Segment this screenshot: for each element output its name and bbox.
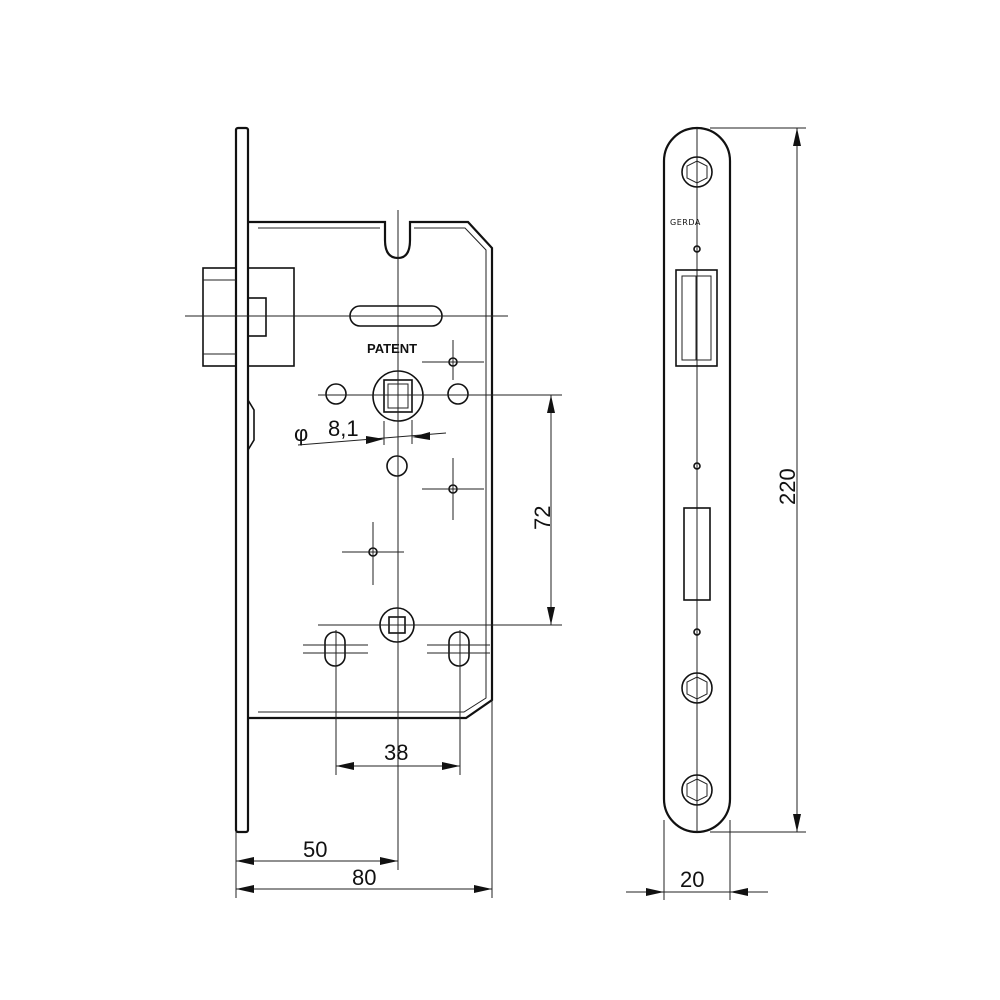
dimension-80: 80 <box>236 700 493 898</box>
lock-case-inner-edge <box>258 227 487 713</box>
lock-case-outline <box>248 220 494 720</box>
dimension-72-label: 72 <box>530 506 555 530</box>
faceplate-pin-top <box>693 245 701 253</box>
dimension-38-label: 38 <box>384 740 408 765</box>
dimension-20-label: 20 <box>680 867 704 892</box>
side-faceplate <box>234 126 250 834</box>
dimension-72: 72 <box>530 395 555 625</box>
bolt-window <box>683 507 711 601</box>
faceplate-pin-low <box>693 628 701 636</box>
brand-mark: GERDA <box>670 218 701 227</box>
faceplate-clip <box>247 399 255 451</box>
patent-label: PATENT <box>367 341 417 356</box>
dimension-80-label: 80 <box>352 865 376 890</box>
middle-screw <box>681 672 713 704</box>
dimension-20: 20 <box>626 820 768 900</box>
mount-hole-right <box>447 383 469 405</box>
dimension-220-label: 220 <box>775 468 800 505</box>
bottom-screw <box>681 774 713 806</box>
latch-bolt <box>202 267 295 367</box>
faceplate-pin-mid <box>693 462 701 470</box>
lower-slot-left <box>324 631 346 667</box>
top-screw <box>681 156 713 188</box>
lower-slot-right <box>448 631 470 667</box>
faceplate-front-view: GERDA 220 <box>626 126 806 900</box>
diameter-value: 8,1 <box>328 416 359 441</box>
mount-hole-left <box>325 383 347 405</box>
diameter-dimension: φ 8,1 <box>294 416 447 446</box>
lock-side-view: PATENT <box>185 126 562 898</box>
diameter-symbol: φ <box>294 421 308 446</box>
dimension-220: 220 <box>710 127 806 833</box>
dimension-50-label: 50 <box>303 837 327 862</box>
rivet-holes <box>342 340 484 585</box>
dimension-50: 50 <box>235 832 398 898</box>
dimension-38: 38 <box>336 740 460 770</box>
latch-window <box>675 269 718 367</box>
mount-hole-lower <box>386 455 408 477</box>
